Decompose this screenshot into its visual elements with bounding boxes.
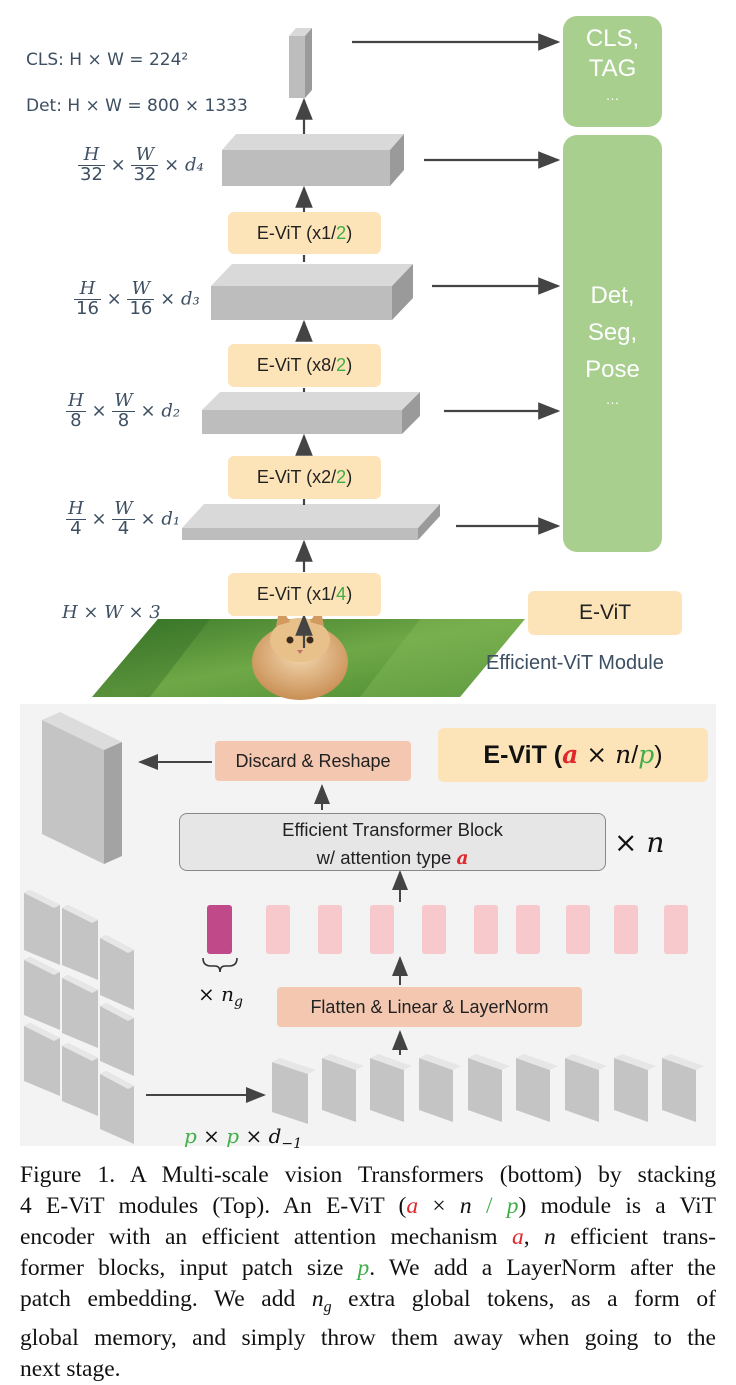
times-n-label: × n (614, 826, 665, 859)
caption-line-3: encoder with an efficient attention mech… (20, 1224, 717, 1250)
evit-stage-1: E-ViT (x1/4) (228, 573, 381, 616)
caption-line-7: next stage. (20, 1355, 121, 1382)
transformer-block-line1: Efficient Transformer Block (282, 819, 503, 840)
cls-resolution-text: CLS: H × W = 224² (26, 50, 189, 70)
evit-stage-2: E-ViT (x2/2) (228, 456, 381, 499)
bottom-diagram (24, 712, 704, 1144)
transformer-block: Efficient Transformer Block w/ attention… (179, 813, 606, 871)
evit-stage-3: E-ViT (x8/2) (228, 344, 381, 387)
legend-evit-box: E-ViT (528, 591, 682, 635)
task-det-line3: Pose (585, 356, 640, 383)
caption-line-6: global memory, and simply throw them awa… (20, 1324, 716, 1351)
evit-title-a: a (562, 740, 579, 769)
evit-stage-4: E-ViT (x1/2) (228, 212, 381, 254)
det-resolution-label: Det: H × W = 800 × 1333 (26, 96, 248, 116)
caption-line-4: former blocks, input patch size p. We ad… (20, 1255, 716, 1281)
transformer-block-a: a (456, 848, 469, 869)
input-dim-label: H × W × 3 (62, 602, 161, 623)
evit-module-title: E-ViT (a × n/p) (438, 728, 708, 782)
task-cls-ellipsis: … (605, 87, 620, 103)
global-token-brace (202, 957, 238, 973)
global-token-count: × ng (198, 982, 243, 1010)
patch-tokens (266, 905, 688, 954)
caption-line-2: 4 E-ViT modules (Top). An E-ViT (a × n /… (20, 1193, 716, 1219)
output-feature-block (42, 712, 122, 864)
figure-caption: Figure 1. A Multi-scale vision Transform… (20, 1160, 716, 1385)
task-cls-line2: TAG (588, 55, 637, 82)
caption-line-1: Figure 1. A Multi-scale vision Transform… (20, 1162, 716, 1188)
cls-resolution-label: CLS: H × W = 224² (26, 50, 188, 70)
bottom-arrows (138, 754, 408, 1103)
input-patch-grid (24, 890, 134, 1144)
input-dim-text: H × W × 3 (62, 602, 161, 623)
head-arrows (352, 33, 561, 535)
task-head-cls: CLS, TAG … (563, 16, 662, 127)
task-det-line2: Seg, (587, 319, 638, 346)
top-diagram (92, 28, 561, 700)
det-resolution-text: Det: H × W = 800 × 1333 (26, 96, 248, 116)
evit-title-prefix: E-ViT ( (483, 741, 563, 769)
feature-block-d2 (202, 392, 420, 434)
input-image-kitten (92, 606, 525, 700)
feature-block-d4 (222, 134, 404, 186)
feature-block-cls (289, 28, 312, 98)
transformer-block-line2: w/ attention type (316, 847, 457, 868)
patch-size-label: p × p × d−1 (184, 1124, 303, 1152)
patch-sequence (272, 1054, 704, 1124)
legend-caption: Efficient-ViT Module (486, 652, 664, 674)
global-token (207, 905, 232, 954)
discard-reshape-box: Discard & Reshape (215, 741, 411, 781)
task-cls-line1: CLS, (585, 25, 640, 52)
task-det-line1: Det, (590, 282, 635, 309)
feature-block-d3 (211, 264, 413, 320)
caption-line-5: patch embedding. We add ng extra global … (20, 1286, 716, 1316)
task-det-ellipsis: … (605, 391, 620, 407)
feature-block-d1 (182, 504, 440, 540)
flatten-linear-layernorm-box: Flatten & Linear & LayerNorm (277, 987, 582, 1027)
task-head-det: Det, Seg, Pose … (563, 135, 662, 552)
